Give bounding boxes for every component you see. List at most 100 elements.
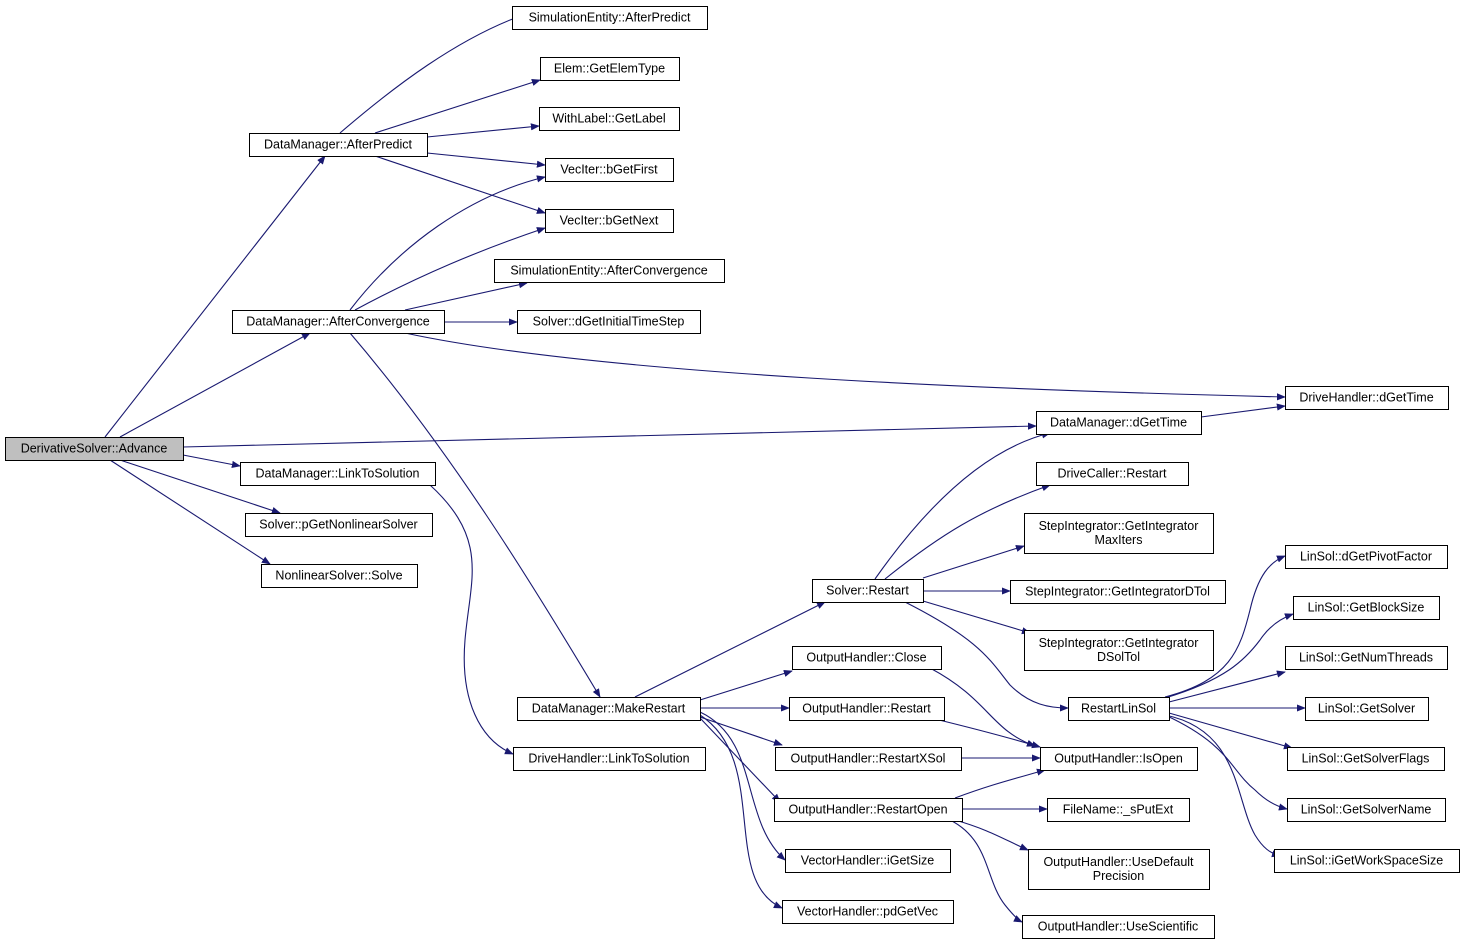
edge-restartlinsol-to-linsol-igetworkspacesize [1164, 714, 1281, 858]
node-solver-restart[interactable]: Solver::Restart [812, 579, 924, 603]
node-box [1274, 849, 1460, 873]
edge-datamanager-afterconvergence-to-drivehandler-dgettime [404, 332, 1286, 401]
node-restartlinsol[interactable]: RestartLinSol [1068, 697, 1170, 721]
node-box [1022, 915, 1215, 939]
node-label: StepIntegrator::GetIntegrator [1039, 636, 1199, 650]
node-box [249, 133, 428, 157]
node-solver-dgetinitialtimestep[interactable]: Solver::dGetInitialTimeStep [517, 310, 701, 334]
node-box [517, 697, 701, 721]
edge-datamanager-linktosolution-to-drivehandler-linktosolution [429, 484, 514, 755]
node-label: Precision [1093, 869, 1144, 883]
node-drivecaller-restart[interactable]: DriveCaller::Restart [1036, 462, 1189, 486]
node-simulationentity-afterpredict[interactable]: SimulationEntity::AfterPredict [512, 6, 708, 30]
node-box [517, 310, 701, 334]
node-linsol-getsolvername[interactable]: LinSol::GetSolverName [1287, 798, 1446, 822]
node-datamanager-dgettime[interactable]: DataManager::dGetTime [1036, 411, 1202, 435]
edge-solver-restart-to-datamanager-dgettime [874, 431, 1051, 580]
node-box [782, 900, 954, 924]
node-box [545, 158, 674, 182]
node-veciter-bgetfirst[interactable]: VecIter::bGetFirst [545, 158, 674, 182]
edge-datamanager-afterpredict-to-veciter-bgetnext [374, 155, 546, 214]
node-label: LinSol::GetSolverFlags [1302, 752, 1430, 766]
node-label: OutputHandler::Close [806, 651, 926, 665]
edge-datamanager-makerestart-to-outputhandler-close [699, 670, 793, 701]
edge-outputhandler-restartopen-to-outputhandler-usedefault-precision [954, 819, 1029, 851]
node-linsol-igetworkspacesize[interactable]: LinSol::iGetWorkSpaceSize [1274, 849, 1460, 873]
edge-datamanager-makerestart-to-outputhandler-restartxsol [699, 716, 783, 746]
node-label: DataManager::LinkToSolution [256, 467, 420, 481]
node-stepintegrator-getintegratordtol[interactable]: StepIntegrator::GetIntegratorDTol [1010, 580, 1226, 604]
node-linsol-dgetpivotfactor[interactable]: LinSol::dGetPivotFactor [1285, 545, 1448, 569]
edge-solver-restart-to-restartlinsol [904, 601, 1069, 712]
edge-datamanager-afterpredict-to-veciter-bgetfirst [426, 152, 546, 168]
edge-datamanager-afterconvergence-to-veciter-bgetfirst [349, 175, 546, 311]
nodes-layer: DerivativeSolver::Advance DataManager::Af… [5, 6, 1460, 939]
node-box [1305, 697, 1429, 721]
node-linsol-getsolverflags[interactable]: LinSol::GetSolverFlags [1287, 747, 1445, 771]
node-label: LinSol::GetSolverName [1301, 803, 1432, 817]
node-label: DSolTol [1097, 650, 1140, 664]
node-label: DriveHandler::LinkToSolution [528, 752, 689, 766]
node-outputhandler-restart[interactable]: OutputHandler::Restart [789, 697, 945, 721]
node-outputhandler-isopen[interactable]: OutputHandler::IsOpen [1040, 747, 1198, 771]
node-datamanager-afterconvergence[interactable]: DataManager::AfterConvergence [232, 310, 445, 334]
node-simulationentity-afterconvergence[interactable]: SimulationEntity::AfterConvergence [494, 259, 725, 283]
edge-datamanager-afterconvergence-to-simulationentity-afterconvergence [404, 281, 528, 311]
node-linsol-getblocksize[interactable]: LinSol::GetBlockSize [1293, 596, 1440, 620]
edge-derivativesolver-advance-to-nonlinearsolver-solve [109, 459, 271, 565]
node-linsol-getsolver[interactable]: LinSol::GetSolver [1305, 697, 1429, 721]
edge-restartlinsol-to-linsol-getsolverflags [1168, 712, 1293, 750]
node-solver-pgetnonlinearsolver[interactable]: Solver::pGetNonlinearSolver [245, 513, 433, 537]
node-datamanager-afterpredict[interactable]: DataManager::AfterPredict [249, 133, 428, 157]
node-withlabel-getlabel[interactable]: WithLabel::GetLabel [539, 107, 680, 131]
edge-datamanager-afterpredict-to-withlabel-getlabel [426, 123, 540, 138]
node-label: NonlinearSolver::Solve [275, 569, 402, 583]
node-outputhandler-close[interactable]: OutputHandler::Close [792, 646, 942, 670]
node-label: FileName::_sPutExt [1063, 803, 1174, 817]
node-box [1024, 630, 1214, 671]
node-nonlinearsolver-solve[interactable]: NonlinearSolver::Solve [261, 564, 418, 588]
node-box [545, 209, 674, 233]
node-elem-getelemtype[interactable]: Elem::GetElemType [540, 57, 680, 81]
node-datamanager-makerestart[interactable]: DataManager::MakeRestart [517, 697, 701, 721]
node-filename-sputext[interactable]: FileName::_sPutExt [1047, 798, 1190, 822]
node-outputhandler-restartopen[interactable]: OutputHandler::RestartOpen [774, 798, 963, 822]
node-linsol-getnumthreads[interactable]: LinSol::GetNumThreads [1285, 646, 1448, 670]
edge-datamanager-makerestart-to-vectorhandler-pdgetvec [699, 714, 783, 909]
node-box [1287, 798, 1446, 822]
node-label: LinSol::iGetWorkSpaceSize [1290, 854, 1443, 868]
edge-derivativesolver-advance-to-datamanager-dgettime [182, 422, 1037, 448]
node-box [1010, 580, 1226, 604]
node-box [1287, 747, 1445, 771]
node-label: LinSol::GetBlockSize [1308, 601, 1425, 615]
node-box [1285, 386, 1449, 410]
node-vectorhandler-igetsize[interactable]: VectorHandler::iGetSize [785, 849, 951, 873]
node-vectorhandler-pdgetvec[interactable]: VectorHandler::pdGetVec [782, 900, 954, 924]
node-box [785, 849, 951, 873]
node-datamanager-linktosolution[interactable]: DataManager::LinkToSolution [240, 462, 436, 486]
node-box [1024, 513, 1214, 554]
edge-derivativesolver-advance-to-solver-pgetnonlinearsolver [119, 459, 281, 514]
node-label: DataManager::AfterPredict [264, 138, 413, 152]
node-drivehandler-dgettime[interactable]: DriveHandler::dGetTime [1285, 386, 1449, 410]
node-outputhandler-usescientific[interactable]: OutputHandler::UseScientific [1022, 915, 1215, 939]
node-drivehandler-linktosolution[interactable]: DriveHandler::LinkToSolution [513, 747, 706, 771]
node-label: LinSol::GetNumThreads [1299, 651, 1433, 665]
node-label: WithLabel::GetLabel [552, 112, 665, 126]
node-veciter-bgetnext[interactable]: VecIter::bGetNext [545, 209, 674, 233]
node-box [245, 513, 433, 537]
edge-outputhandler-restartopen-to-outputhandler-isopen [954, 768, 1046, 799]
node-derivativesolver-advance[interactable]: DerivativeSolver::Advance [5, 437, 184, 461]
edge-derivativesolver-advance-to-datamanager-afterconvergence [119, 332, 311, 438]
node-box [513, 747, 706, 771]
edge-solver-restart-to-stepintegrator-getintegrator-dsoltol [922, 600, 1031, 635]
node-box [539, 107, 680, 131]
node-label: DataManager::dGetTime [1050, 416, 1187, 430]
node-label: DerivativeSolver::Advance [21, 442, 168, 456]
edge-outputhandler-close-to-outputhandler-isopen [929, 667, 1036, 747]
node-outputhandler-restartxsol[interactable]: OutputHandler::RestartXSol [775, 747, 962, 771]
